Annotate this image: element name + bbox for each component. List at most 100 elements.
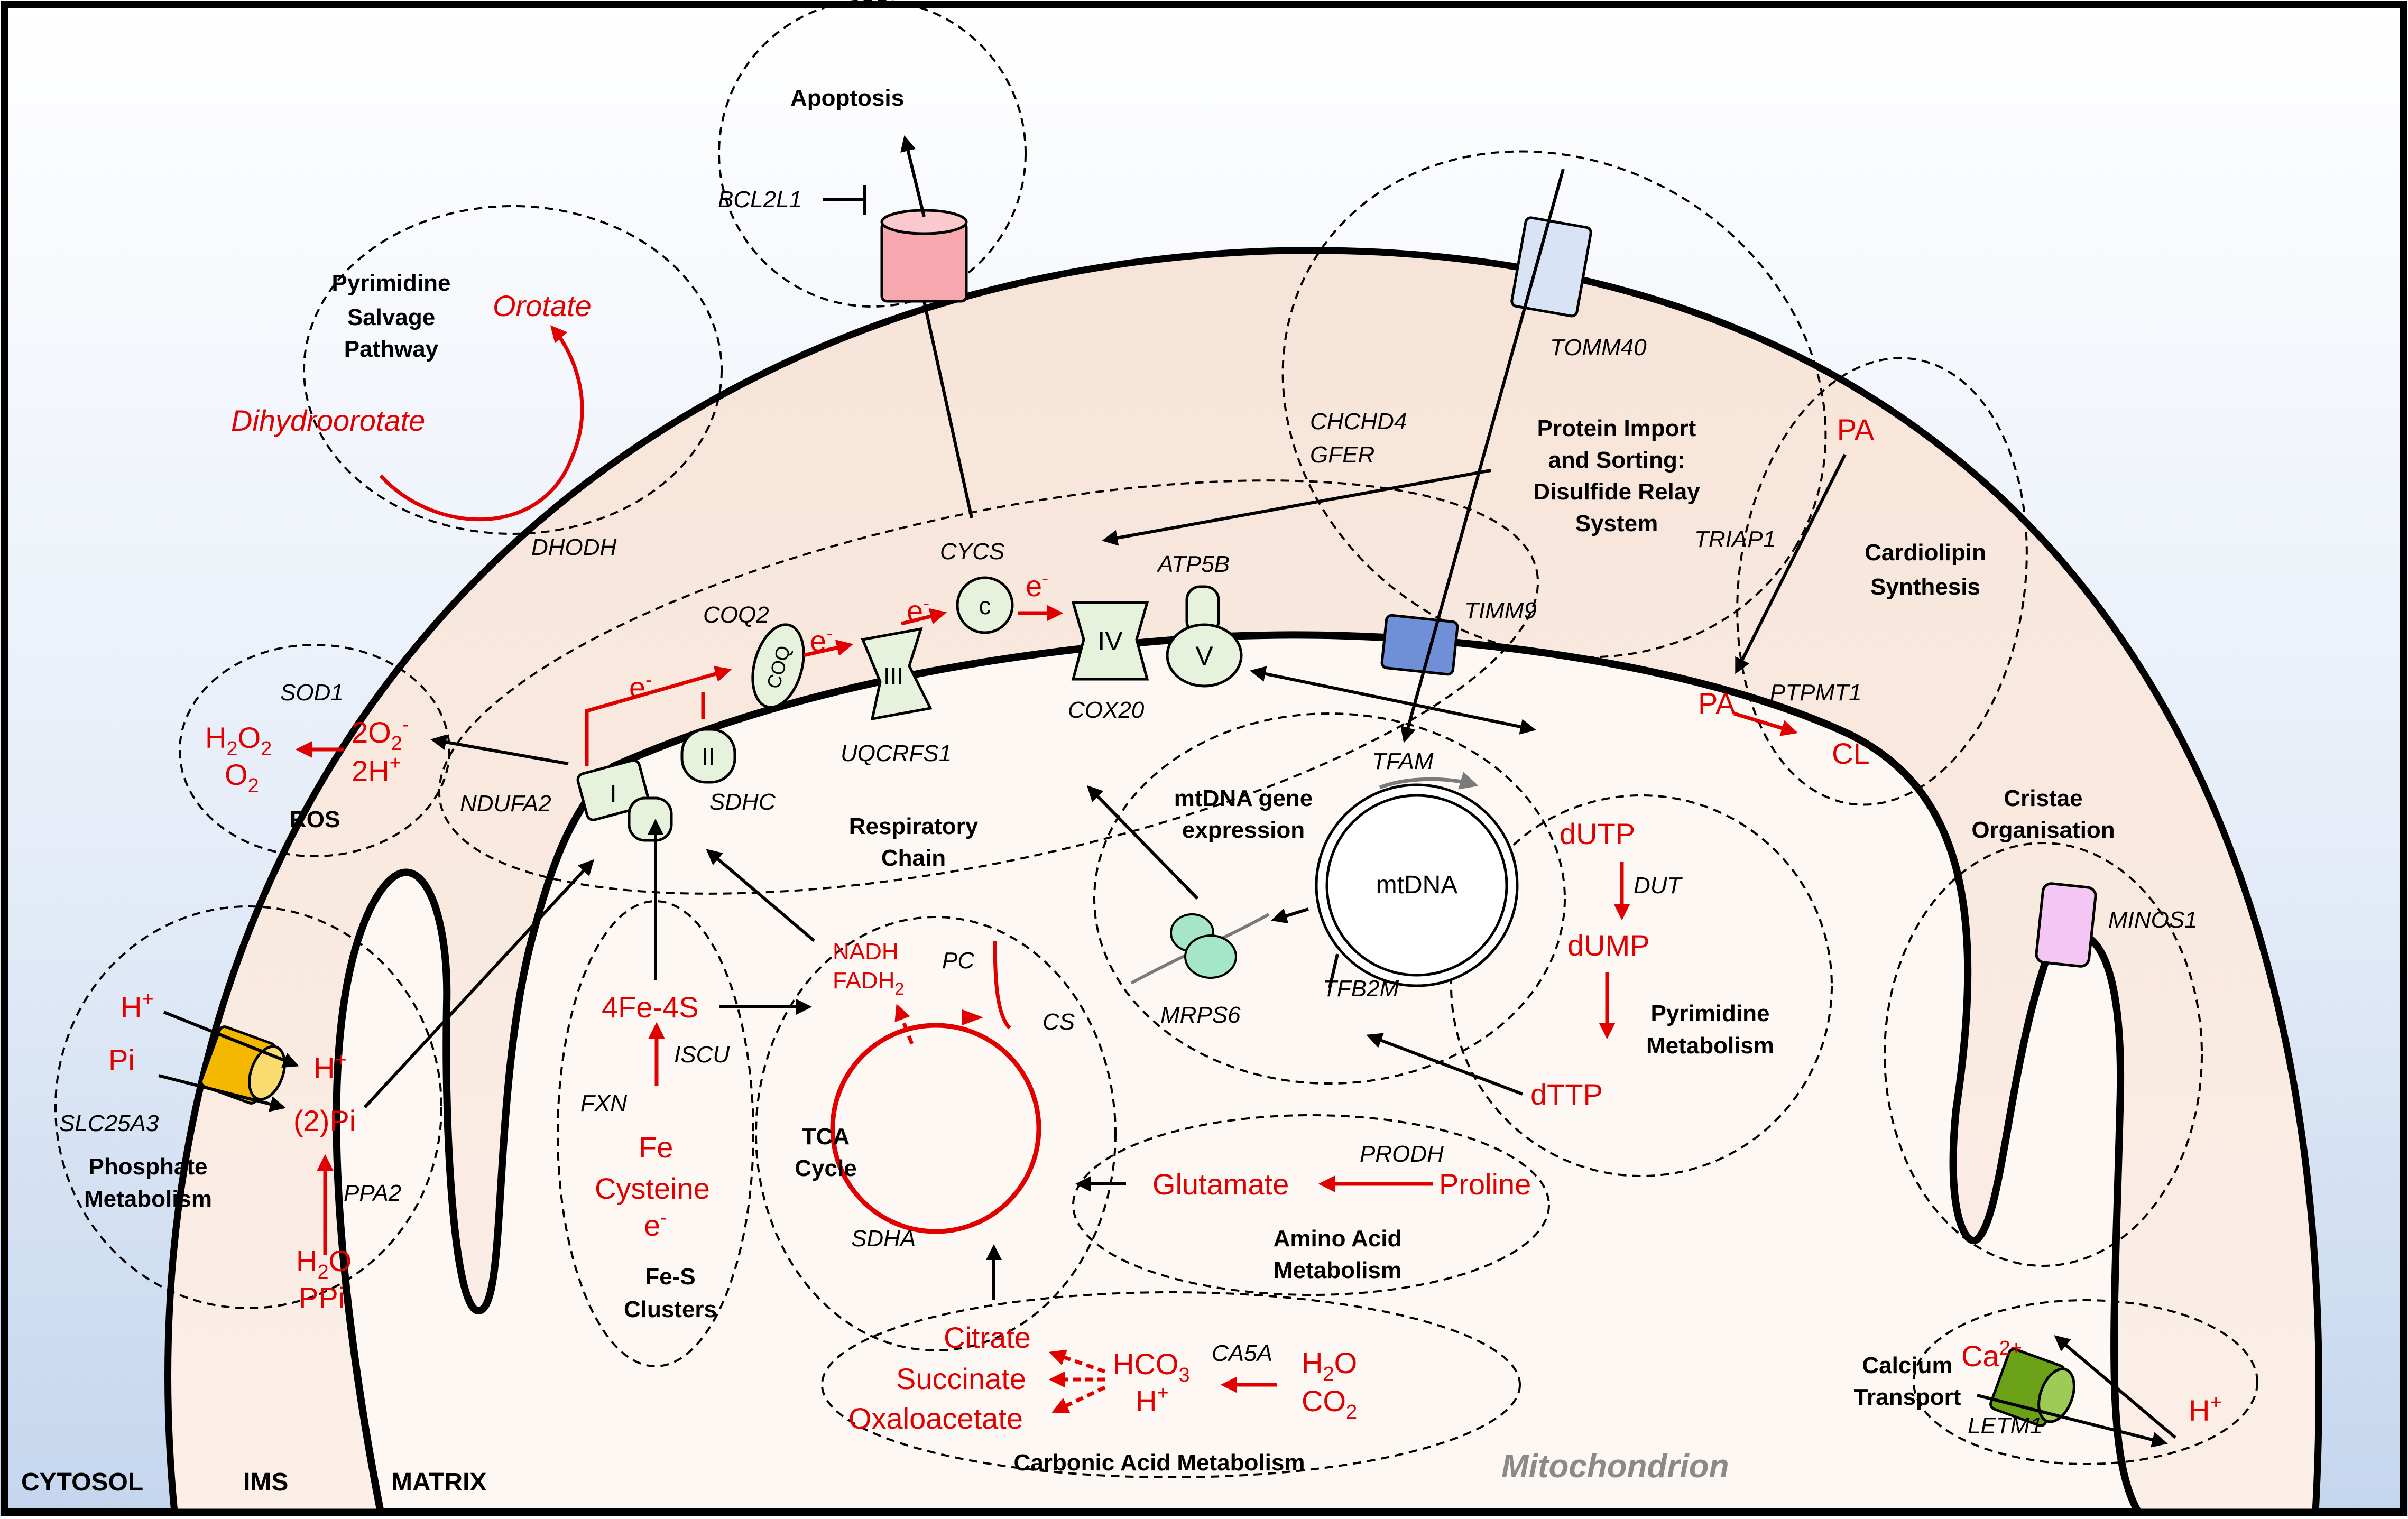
hco3-to-oxaloacetate-arrow xyxy=(1051,1385,1106,1413)
cysteine-label: Cysteine xyxy=(595,1172,710,1205)
timm9-channel-icon xyxy=(1380,614,1459,676)
chchd4-label: CHCHD4 xyxy=(1310,409,1407,434)
dutp-label: dUTP xyxy=(1560,817,1635,850)
proline-label: Proline xyxy=(1439,1168,1531,1201)
fes-title-1: Fe-S xyxy=(645,1264,695,1290)
protein-import-arrow xyxy=(1400,169,1565,743)
timm9-label: TIMM9 xyxy=(1464,598,1537,624)
tfam-label: TFAM xyxy=(1372,748,1434,774)
cardiolipin-title-1: Cardiolipin xyxy=(1865,540,1986,566)
cytosol-label: CYTOSOL xyxy=(21,1468,143,1496)
respiratory-chain-module xyxy=(438,479,1539,895)
mtdna-to-ribosome-arrow xyxy=(1271,907,1309,924)
complex-i-ros-arrow xyxy=(430,734,569,765)
hco3-to-citrate-arrow xyxy=(1049,1349,1106,1374)
slc25a3-label: SLC25A3 xyxy=(59,1110,159,1136)
gfer-label: GFER xyxy=(1310,442,1374,468)
dttp-to-mtdna-arrow xyxy=(1366,1033,1524,1096)
pyrimidine-metabolism-title-1: Pyrimidine xyxy=(1651,1001,1770,1026)
mtdna-module xyxy=(1093,712,1566,1085)
matrix-label: MATRIX xyxy=(391,1468,486,1496)
fes-cluster-label: 4Fe-4S xyxy=(602,990,699,1024)
carbonic-water-label: H2O xyxy=(1302,1346,1357,1385)
cl-label: CL xyxy=(1832,737,1870,770)
cs-label: CS xyxy=(1042,1009,1075,1035)
phosphate-title-1: Phosphate xyxy=(89,1154,208,1180)
mtdna-label: mtDNA xyxy=(1376,871,1458,899)
h2o2-label: H2O2 xyxy=(205,721,272,760)
cycs-release-line xyxy=(922,301,973,518)
pc-input-line xyxy=(993,940,1011,1030)
tomm40-label: TOMM40 xyxy=(1550,335,1647,360)
bcl2l1-label: BCL2L1 xyxy=(718,187,802,212)
calcium-proton-label: H+ xyxy=(2189,1392,2222,1427)
dut-label: DUT xyxy=(1634,873,1683,899)
complex-i-label: I xyxy=(610,780,617,808)
proton-out-label: H+ xyxy=(313,1049,347,1085)
succinate-label: Succinate xyxy=(896,1362,1026,1395)
complex-ii-label: II xyxy=(702,743,715,771)
respiratory-chain-title-2: Chain xyxy=(881,845,946,871)
ros-module xyxy=(179,644,450,857)
pi-in-label: Pi xyxy=(108,1043,135,1077)
water-label: H2O xyxy=(296,1244,352,1283)
mrps6-ribosome-icon xyxy=(1170,913,1237,979)
dhodh-reaction-arrow xyxy=(379,325,584,522)
dump-label: dUMP xyxy=(1567,929,1650,962)
ribosome-to-chain-arrow xyxy=(1086,785,1199,900)
pyrimidine-salvage-module xyxy=(303,205,723,535)
slc25a3-transporter-icon xyxy=(200,1025,286,1105)
sod1-label: SOD1 xyxy=(280,680,344,706)
calcium-title-2: Transport xyxy=(1854,1384,1961,1410)
tfb2m-label: TFB2M xyxy=(1323,976,1399,1002)
atp5b-tfam-arrow xyxy=(1250,666,1536,735)
amino-acid-title-1: Amino Acid xyxy=(1274,1226,1402,1252)
carbonic-proton-label: H+ xyxy=(1136,1382,1169,1418)
electron-label-4: e- xyxy=(1026,567,1048,603)
protein-import-title-3: Disulfide Relay xyxy=(1533,479,1700,505)
apoptosis-release-arrow xyxy=(900,135,926,217)
prodh-label: PRODH xyxy=(1360,1141,1444,1167)
ptpmt1-label: PTPMT1 xyxy=(1770,680,1862,706)
ppa2-label: PPA2 xyxy=(344,1180,401,1206)
electron-flow-i-coq xyxy=(585,665,732,766)
complex-iii-icon xyxy=(861,627,933,721)
sdhc-label: SDHC xyxy=(709,789,776,815)
minos1-protein-icon xyxy=(2035,882,2097,968)
pc-label: PC xyxy=(942,948,975,974)
glutamate-label: Glutamate xyxy=(1152,1168,1289,1201)
tomm40-channel-icon xyxy=(1510,216,1592,318)
electron-label-2: e- xyxy=(810,622,833,657)
pa-bottom-label: PA xyxy=(1698,687,1736,720)
citrate-label: Citrate xyxy=(944,1321,1031,1354)
ca5a-label: CA5A xyxy=(1212,1340,1272,1366)
minos1-label: MINOS1 xyxy=(2108,907,2198,933)
protein-import-title-2: and Sorting: xyxy=(1548,447,1685,473)
fe-label: Fe xyxy=(639,1131,673,1164)
electron-flow-iii-c xyxy=(901,608,947,626)
respiratory-chain-title-1: Respiratory xyxy=(849,813,979,839)
complex-v-icon xyxy=(1166,585,1243,688)
electron-label-1: e- xyxy=(629,669,652,704)
complex-ii-icon xyxy=(680,728,736,784)
complex-iv-icon xyxy=(1071,601,1149,681)
nadh-to-complex-arrow xyxy=(706,849,815,942)
dttp-label: dTTP xyxy=(1530,1078,1603,1111)
fes-electron-label: e- xyxy=(644,1207,667,1242)
cytochrome-c-icon xyxy=(956,576,1014,634)
protein-import-module xyxy=(1281,150,1827,659)
calcium-import-arrow xyxy=(2054,1335,2176,1439)
pyrimidine-metabolism-module xyxy=(1450,794,1833,1177)
cox20-label: COX20 xyxy=(1068,697,1145,723)
protein-import-title-4: System xyxy=(1575,511,1658,536)
triap1-label: TRIAP1 xyxy=(1694,526,1776,552)
tca-cycle-arrowhead xyxy=(962,1009,983,1025)
iscu-label: ISCU xyxy=(674,1042,730,1068)
pi-out-label: (2)Pi xyxy=(293,1104,356,1137)
protons-label: 2H+ xyxy=(352,752,401,788)
ros-title: ROS xyxy=(290,807,340,832)
mtdna-inner-ring xyxy=(1325,794,1508,977)
amino-acid-title-2: Metabolism xyxy=(1274,1257,1401,1283)
